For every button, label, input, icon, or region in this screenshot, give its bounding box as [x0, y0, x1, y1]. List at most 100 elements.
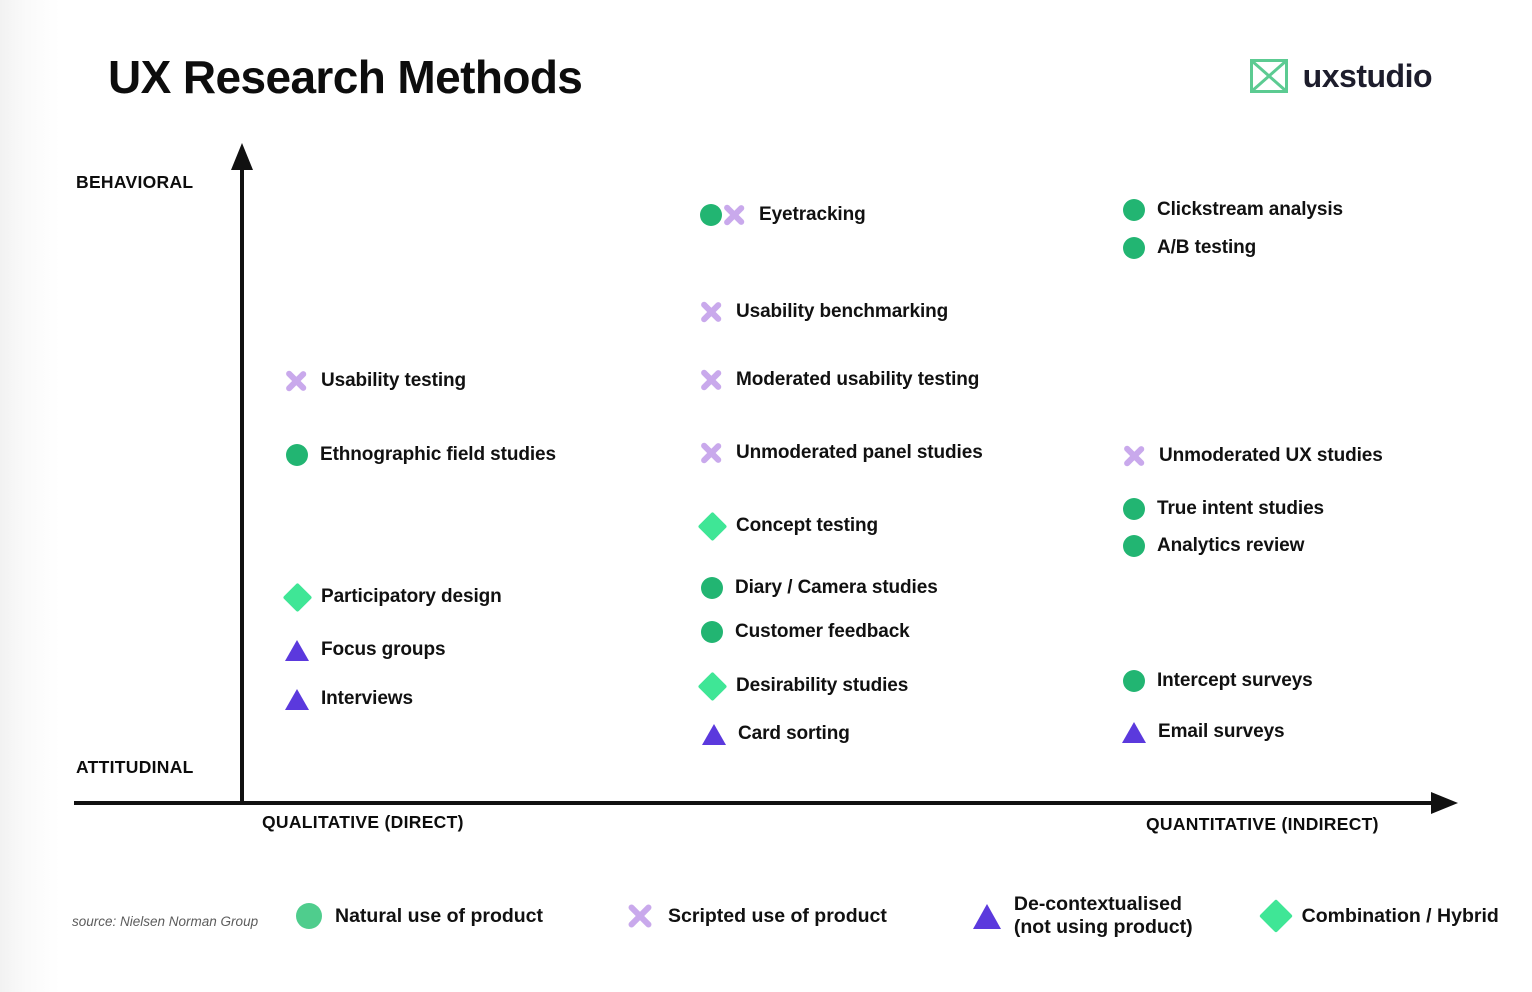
legend-item: Natural use of product	[296, 903, 543, 929]
method-point-markers	[697, 671, 728, 702]
method-point-label: Card sorting	[738, 723, 850, 745]
method-point-markers	[285, 640, 309, 661]
method-point-label: Interviews	[321, 688, 413, 710]
circle-marker-icon	[1123, 237, 1145, 259]
circle-marker-icon	[296, 903, 322, 929]
method-point-label: Desirability studies	[736, 675, 909, 697]
axis-label-qualitative: QUALITATIVE (DIRECT)	[262, 812, 464, 832]
method-point-label: Customer feedback	[735, 620, 910, 642]
x-marker-icon	[625, 901, 655, 931]
legend-item: Scripted use of product	[625, 901, 887, 931]
brand-name: uxstudio	[1302, 57, 1433, 94]
method-point-markers	[698, 299, 724, 325]
method-point: Interviews	[285, 688, 413, 710]
method-point-label: Usability testing	[321, 369, 467, 391]
method-point-label: Unmoderated UX studies	[1159, 444, 1383, 466]
x-marker-icon	[698, 299, 724, 325]
legend: Natural use of product Scripted use of pr…	[296, 893, 1499, 939]
x-marker-icon	[283, 368, 309, 394]
diamond-marker-icon	[697, 671, 728, 702]
method-point-label: Moderated usability testing	[736, 368, 980, 390]
method-point-markers	[701, 621, 723, 643]
method-point: Eyetracking	[700, 202, 866, 228]
method-point-markers	[700, 202, 747, 228]
axis-label-quantitative: QUANTITATIVE (INDIRECT)	[1146, 814, 1379, 834]
method-point: Unmoderated panel studies	[698, 440, 983, 466]
method-point-label: Focus groups	[321, 639, 446, 661]
method-point-markers	[282, 582, 313, 613]
method-point-label: Unmoderated panel studies	[736, 441, 983, 463]
method-point-markers	[702, 724, 726, 745]
method-point-markers	[286, 444, 308, 466]
method-point: Unmoderated UX studies	[1121, 443, 1383, 469]
circle-marker-icon	[700, 204, 722, 226]
method-point-markers	[285, 689, 309, 710]
diamond-marker-icon	[1258, 899, 1293, 933]
method-point: True intent studies	[1123, 498, 1324, 520]
method-point-markers	[1123, 237, 1145, 259]
method-point: Email surveys	[1122, 721, 1285, 743]
method-point: Ethnographic field studies	[286, 444, 556, 466]
method-point: Focus groups	[285, 639, 446, 661]
x-marker-icon	[698, 440, 724, 466]
circle-marker-icon	[286, 444, 308, 466]
triangle-marker-icon	[285, 689, 309, 710]
bowtie-square-logo-icon	[1249, 59, 1288, 93]
method-point-markers	[697, 511, 728, 542]
method-point: A/B testing	[1123, 237, 1256, 259]
method-point-label: Analytics review	[1157, 534, 1305, 556]
method-point: Desirability studies	[697, 671, 909, 702]
method-point: Concept testing	[697, 511, 879, 542]
method-point-label: Intercept surveys	[1157, 669, 1313, 691]
circle-marker-icon	[1123, 498, 1145, 520]
x-marker-icon	[698, 367, 724, 393]
circle-marker-icon	[1123, 199, 1145, 221]
method-point-label: Email surveys	[1158, 721, 1285, 743]
circle-marker-icon	[1123, 670, 1145, 692]
method-point: Participatory design	[282, 582, 502, 613]
diamond-marker-icon	[282, 582, 313, 613]
method-point-label: Ethnographic field studies	[320, 443, 556, 465]
method-point-label: Clickstream analysis	[1157, 198, 1344, 220]
method-point: Usability testing	[283, 368, 466, 394]
method-point: Card sorting	[702, 723, 850, 745]
method-point-markers	[701, 577, 723, 599]
circle-marker-icon	[701, 577, 723, 599]
legend-item: De-contextualised (not using product)	[972, 893, 1193, 939]
triangle-marker-icon	[1122, 722, 1146, 743]
triangle-marker-icon	[285, 640, 309, 661]
method-point: Customer feedback	[701, 621, 910, 643]
method-point-markers	[1123, 535, 1145, 557]
method-point-label: Usability benchmarking	[736, 300, 949, 322]
triangle-marker-icon	[702, 724, 726, 745]
method-point-markers	[283, 368, 309, 394]
method-point-label: Eyetracking	[759, 203, 866, 225]
page-title: UX Research Methods	[108, 51, 583, 103]
legend-item-label: De-contextualised (not using product)	[1013, 893, 1193, 938]
method-point: Analytics review	[1123, 535, 1304, 557]
x-marker-icon	[1121, 443, 1147, 469]
method-point-markers	[1121, 443, 1147, 469]
method-point-markers	[1122, 722, 1146, 743]
method-point-markers	[698, 367, 724, 393]
method-point-markers	[698, 440, 724, 466]
method-point: Usability benchmarking	[698, 299, 948, 325]
method-point-label: Concept testing	[736, 515, 879, 537]
x-marker-icon	[721, 202, 747, 228]
method-point-markers	[1123, 199, 1145, 221]
triangle-marker-icon	[972, 903, 1001, 929]
method-point: Intercept surveys	[1123, 670, 1313, 692]
method-point-label: Diary / Camera studies	[735, 576, 938, 598]
method-point-label: A/B testing	[1157, 236, 1257, 258]
legend-item-label: Combination / Hybrid	[1301, 904, 1499, 927]
diamond-marker-icon	[697, 511, 728, 542]
method-point-label: Participatory design	[321, 586, 502, 608]
axis-label-behavioral: BEHAVIORAL	[76, 172, 194, 192]
method-point: Moderated usability testing	[698, 367, 979, 393]
method-point: Clickstream analysis	[1123, 199, 1343, 221]
method-point-markers	[1123, 670, 1145, 692]
legend-item: Combination / Hybrid	[1258, 899, 1499, 933]
circle-marker-icon	[1123, 535, 1145, 557]
